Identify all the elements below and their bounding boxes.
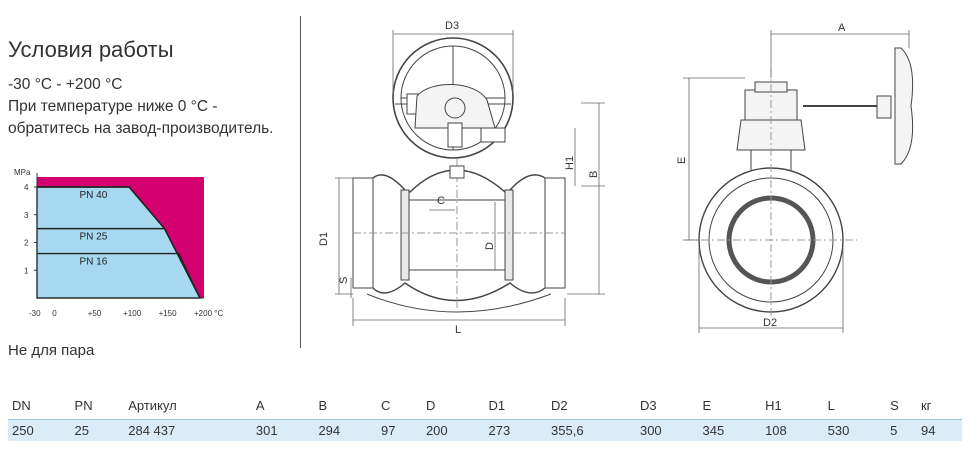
x-tick-label: +150	[159, 309, 178, 318]
column-header: DN	[12, 397, 31, 413]
dimension-lines-side	[683, 30, 910, 333]
valve-body-section	[352, 158, 566, 313]
x-tick-label: 0	[52, 309, 57, 318]
column-header: D1	[488, 397, 506, 413]
x-tick-label: -30	[29, 309, 41, 318]
table-cell: 108	[761, 419, 824, 441]
dim-label-e: E	[676, 157, 688, 164]
x-tick-label: +50	[88, 309, 102, 318]
dim-label-h1: H1	[564, 156, 576, 170]
table-cell: 25	[70, 419, 125, 441]
dim-label-d: D	[484, 242, 496, 250]
table-cell: 200	[421, 419, 485, 441]
not-for-steam-note: Не для пара	[8, 342, 95, 359]
temperature-note-line-2: обратитесь на завод-производитель.	[8, 120, 274, 137]
table-cell: 250	[8, 419, 71, 441]
table-cell: 530	[823, 419, 887, 441]
dim-label-c: C	[437, 195, 445, 207]
table-cell: 284 437	[124, 419, 252, 441]
dimension-lines-front	[335, 30, 605, 326]
handwheel-front-view	[392, 37, 514, 159]
dim-label-a: A	[838, 22, 846, 34]
column-header: D2	[551, 397, 568, 413]
vertical-divider	[300, 16, 301, 348]
temperature-note-line-1: При температуре ниже 0 °C -	[8, 98, 218, 115]
valve-technical-drawing: D3 H1 B C D D1 S L A E D2	[318, 20, 914, 336]
y-axis-label: MPa	[14, 168, 31, 177]
dim-label-b: B	[588, 171, 600, 178]
y-tick-label: 1	[24, 266, 29, 275]
dim-label-s: S	[338, 277, 350, 284]
pressure-temperature-chart: PN 40 PN 25 PN 16 MPa 1 2 3 4 -30 0 +50 +100 +150 +20…	[14, 168, 223, 318]
table-cell: 301	[251, 419, 315, 441]
column-header: C	[381, 397, 391, 413]
table-cell: 94	[916, 419, 962, 441]
column-header: L	[827, 397, 835, 413]
dim-label-d1: D1	[318, 232, 330, 246]
column-header: PN	[74, 397, 93, 413]
series-line-pn-16	[37, 252, 201, 299]
column-header: кг	[920, 397, 932, 413]
column-header: S	[890, 397, 899, 413]
table-cell: 294	[314, 419, 377, 441]
y-tick-label: 4	[24, 183, 29, 192]
y-tick-label: 3	[24, 211, 29, 220]
y-tick-label: 2	[24, 239, 29, 248]
column-header: A	[255, 397, 265, 413]
column-header: D3	[639, 397, 657, 413]
dim-label-d2: D2	[763, 317, 777, 329]
dim-label-d3: D3	[445, 20, 459, 32]
table-cell: 355,6	[547, 419, 636, 441]
table-cell: 345	[698, 419, 762, 441]
column-header: D	[425, 397, 436, 413]
series-label: PN 25	[80, 232, 108, 243]
table-cell: 97	[377, 419, 422, 441]
column-header: Артикул	[128, 397, 177, 413]
x-tick-label: +200 °C	[194, 309, 223, 318]
series-label: PN 16	[80, 257, 108, 268]
column-header: H1	[765, 397, 782, 413]
dim-label-l: L	[455, 324, 461, 336]
column-header: E	[702, 397, 712, 413]
series-label: PN 40	[80, 190, 108, 201]
x-tick-label: +100	[123, 309, 142, 318]
table-cell: 273	[484, 419, 548, 441]
table-cell: 300	[635, 419, 699, 441]
temperature-range: -30 °C - +200 °C	[8, 76, 123, 93]
table-cell: 5	[886, 419, 917, 441]
valve-side-view	[685, 47, 914, 318]
conditions-title: Условия работы	[8, 37, 174, 62]
column-header: B	[318, 397, 328, 413]
